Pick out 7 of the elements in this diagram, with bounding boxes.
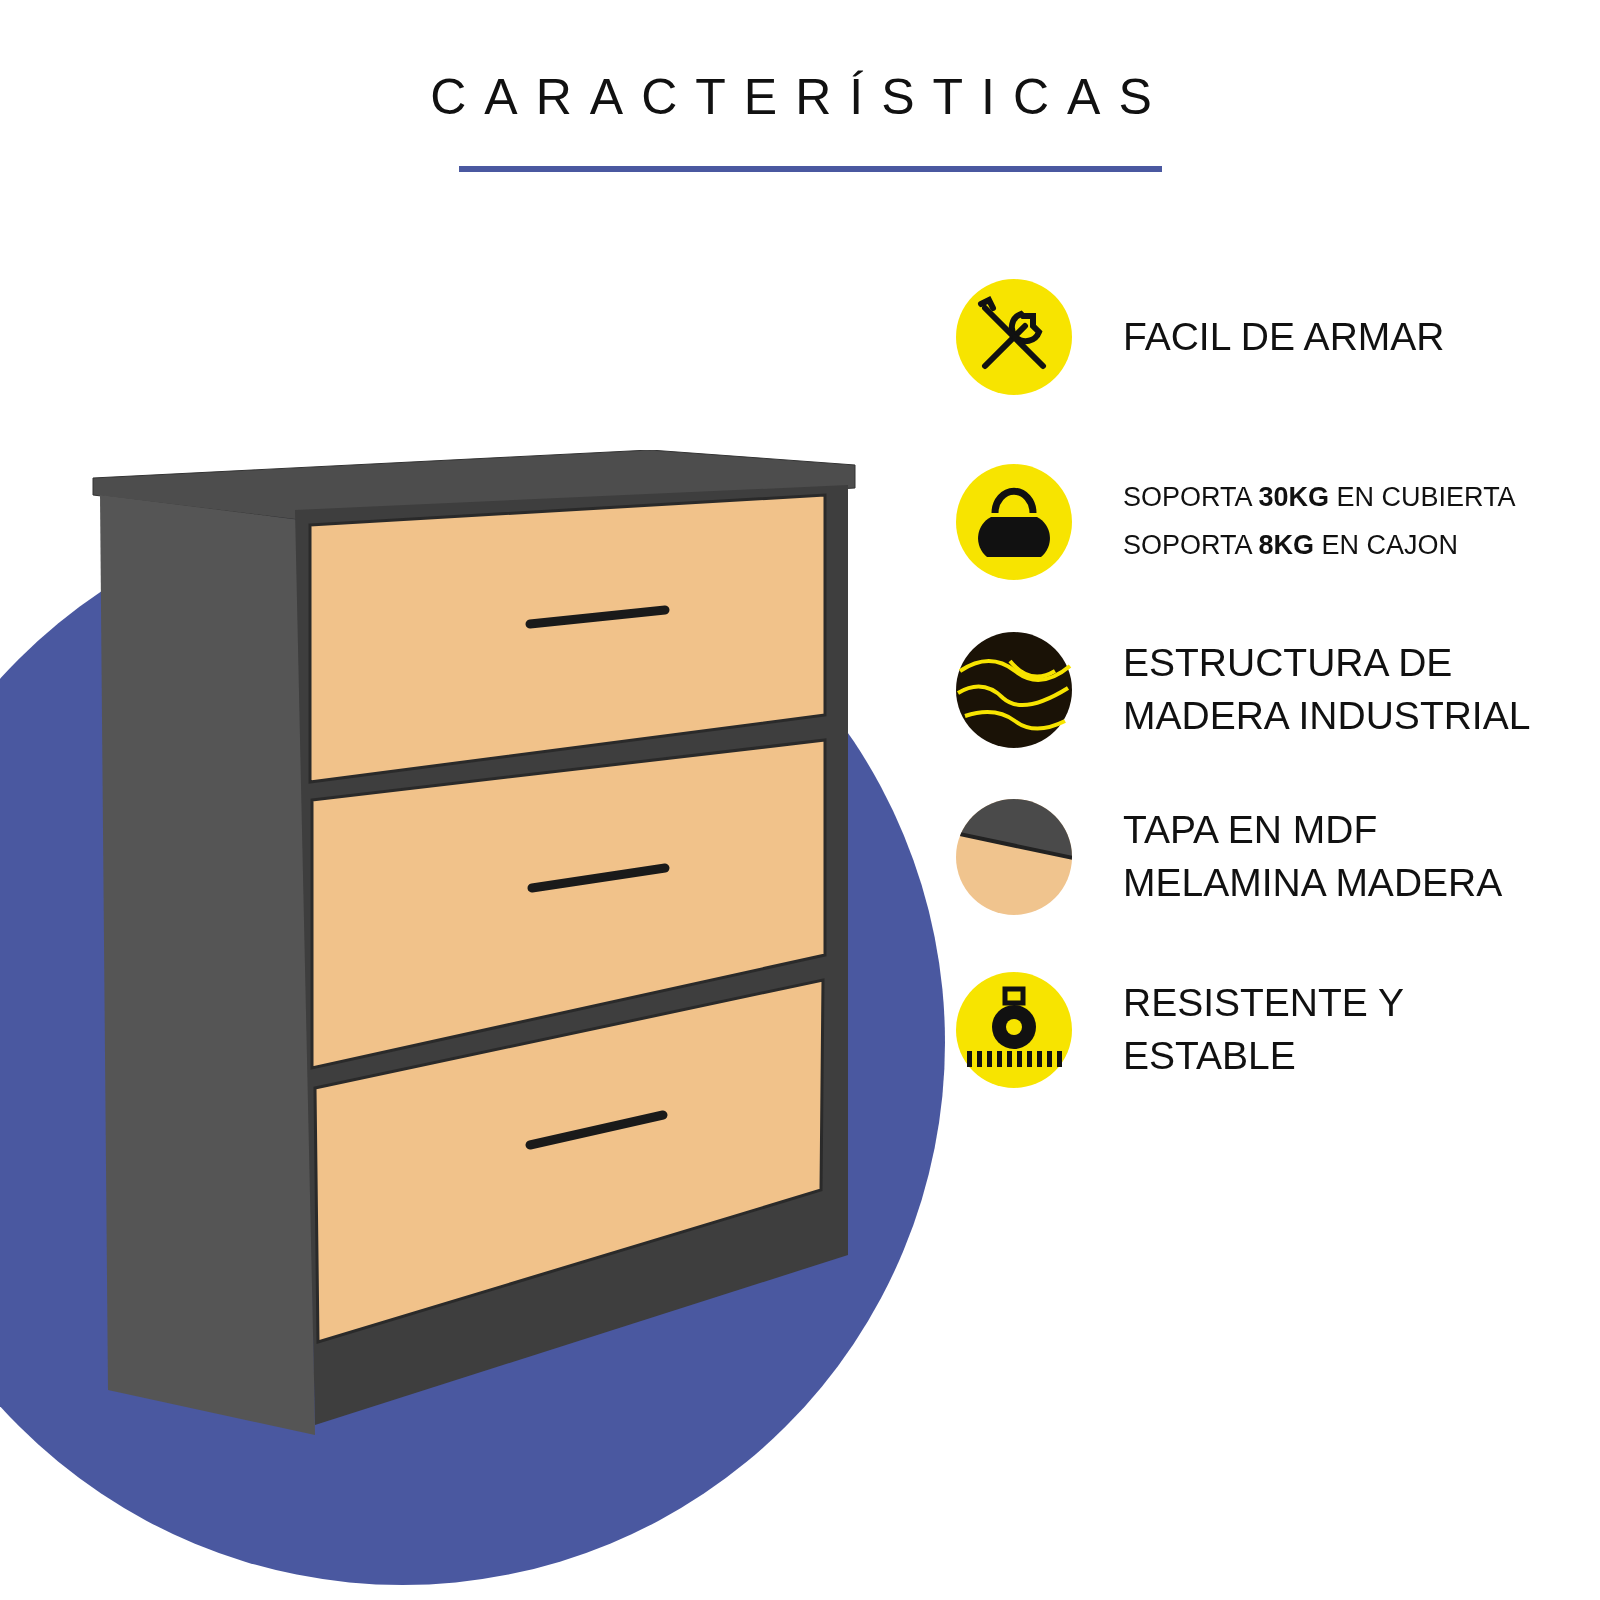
feature-text: SOPORTA 8KG EN CAJON	[1123, 529, 1460, 562]
feature-text: ESTRUCTURA DE MADERA INDUSTRIAL	[1123, 640, 1532, 739]
feature-text: SOPORTA 30KG EN CUBIERTA	[1123, 481, 1517, 515]
title: CARACTERÍSTICAS	[429, 68, 1171, 126]
feature-text: RESISTENTE Y ESTABLE	[1123, 980, 1405, 1079]
feature-text: TAPA EN MDF MELAMINA MADERA	[1123, 807, 1504, 906]
feature-text: FACIL DE ARMAR	[1123, 313, 1446, 360]
